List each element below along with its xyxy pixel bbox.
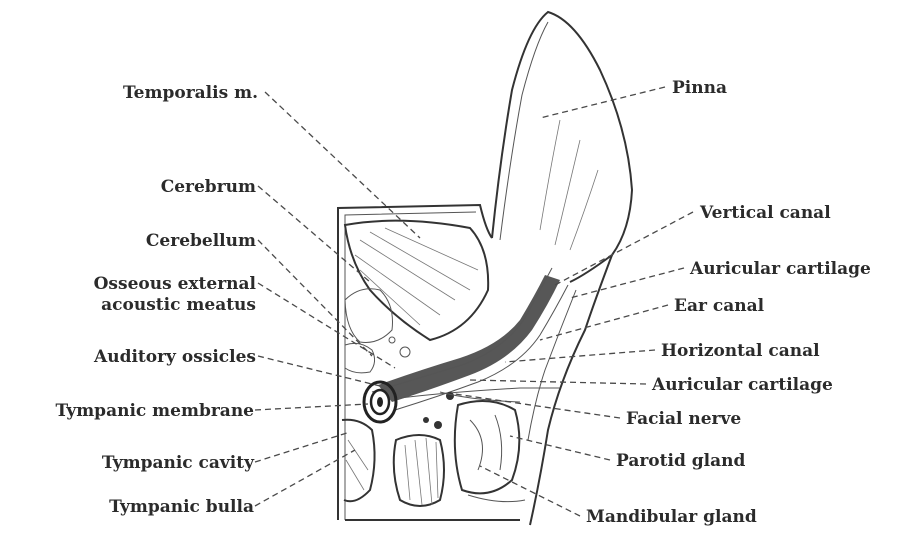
- ossicles-cluster: [364, 382, 396, 422]
- labels-left: Temporalis m. Cerebrum Cerebellum Osseou…: [56, 83, 258, 517]
- label-tympanic-cavity: Tympanic cavity: [102, 453, 255, 473]
- label-osseous-line1: Osseous external: [94, 274, 257, 294]
- labels-right: Pinna Vertical canal Auricular cartilage…: [586, 78, 871, 527]
- label-pinna: Pinna: [672, 78, 727, 98]
- mandibular-gland: [468, 495, 525, 502]
- label-vertical-canal: Vertical canal: [699, 203, 831, 223]
- label-temporalis: Temporalis m.: [123, 83, 258, 103]
- label-cerebellum: Cerebellum: [146, 231, 256, 251]
- label-tympanic-membrane: Tympanic membrane: [56, 401, 255, 421]
- label-auditory-ossicles: Auditory ossicles: [93, 347, 256, 367]
- pinna-inner-fold: [500, 22, 548, 240]
- label-mandibular-gland: Mandibular gland: [586, 507, 757, 527]
- label-cerebrum: Cerebrum: [161, 177, 256, 197]
- label-ear-canal: Ear canal: [674, 296, 765, 316]
- label-parotid-gland: Parotid gland: [616, 451, 745, 471]
- parotid-gland: [455, 401, 520, 493]
- label-horizontal-canal: Horizontal canal: [661, 341, 820, 361]
- label-tympanic-bulla: Tympanic bulla: [109, 497, 254, 517]
- label-auricular-cartilage-1: Auricular cartilage: [689, 259, 871, 279]
- cerebrum-region: [345, 289, 393, 343]
- anatomy-illustration: [338, 12, 632, 525]
- cerebellum-region: [345, 343, 375, 373]
- facial-nerve-mark: [446, 392, 454, 400]
- tympanic-bulla: [342, 420, 375, 502]
- label-facial-nerve: Facial nerve: [626, 409, 741, 429]
- label-osseous-line2: acoustic meatus: [101, 295, 256, 315]
- label-auricular-cartilage-2: Auricular cartilage: [651, 375, 833, 395]
- ear-canal-band: [378, 275, 560, 402]
